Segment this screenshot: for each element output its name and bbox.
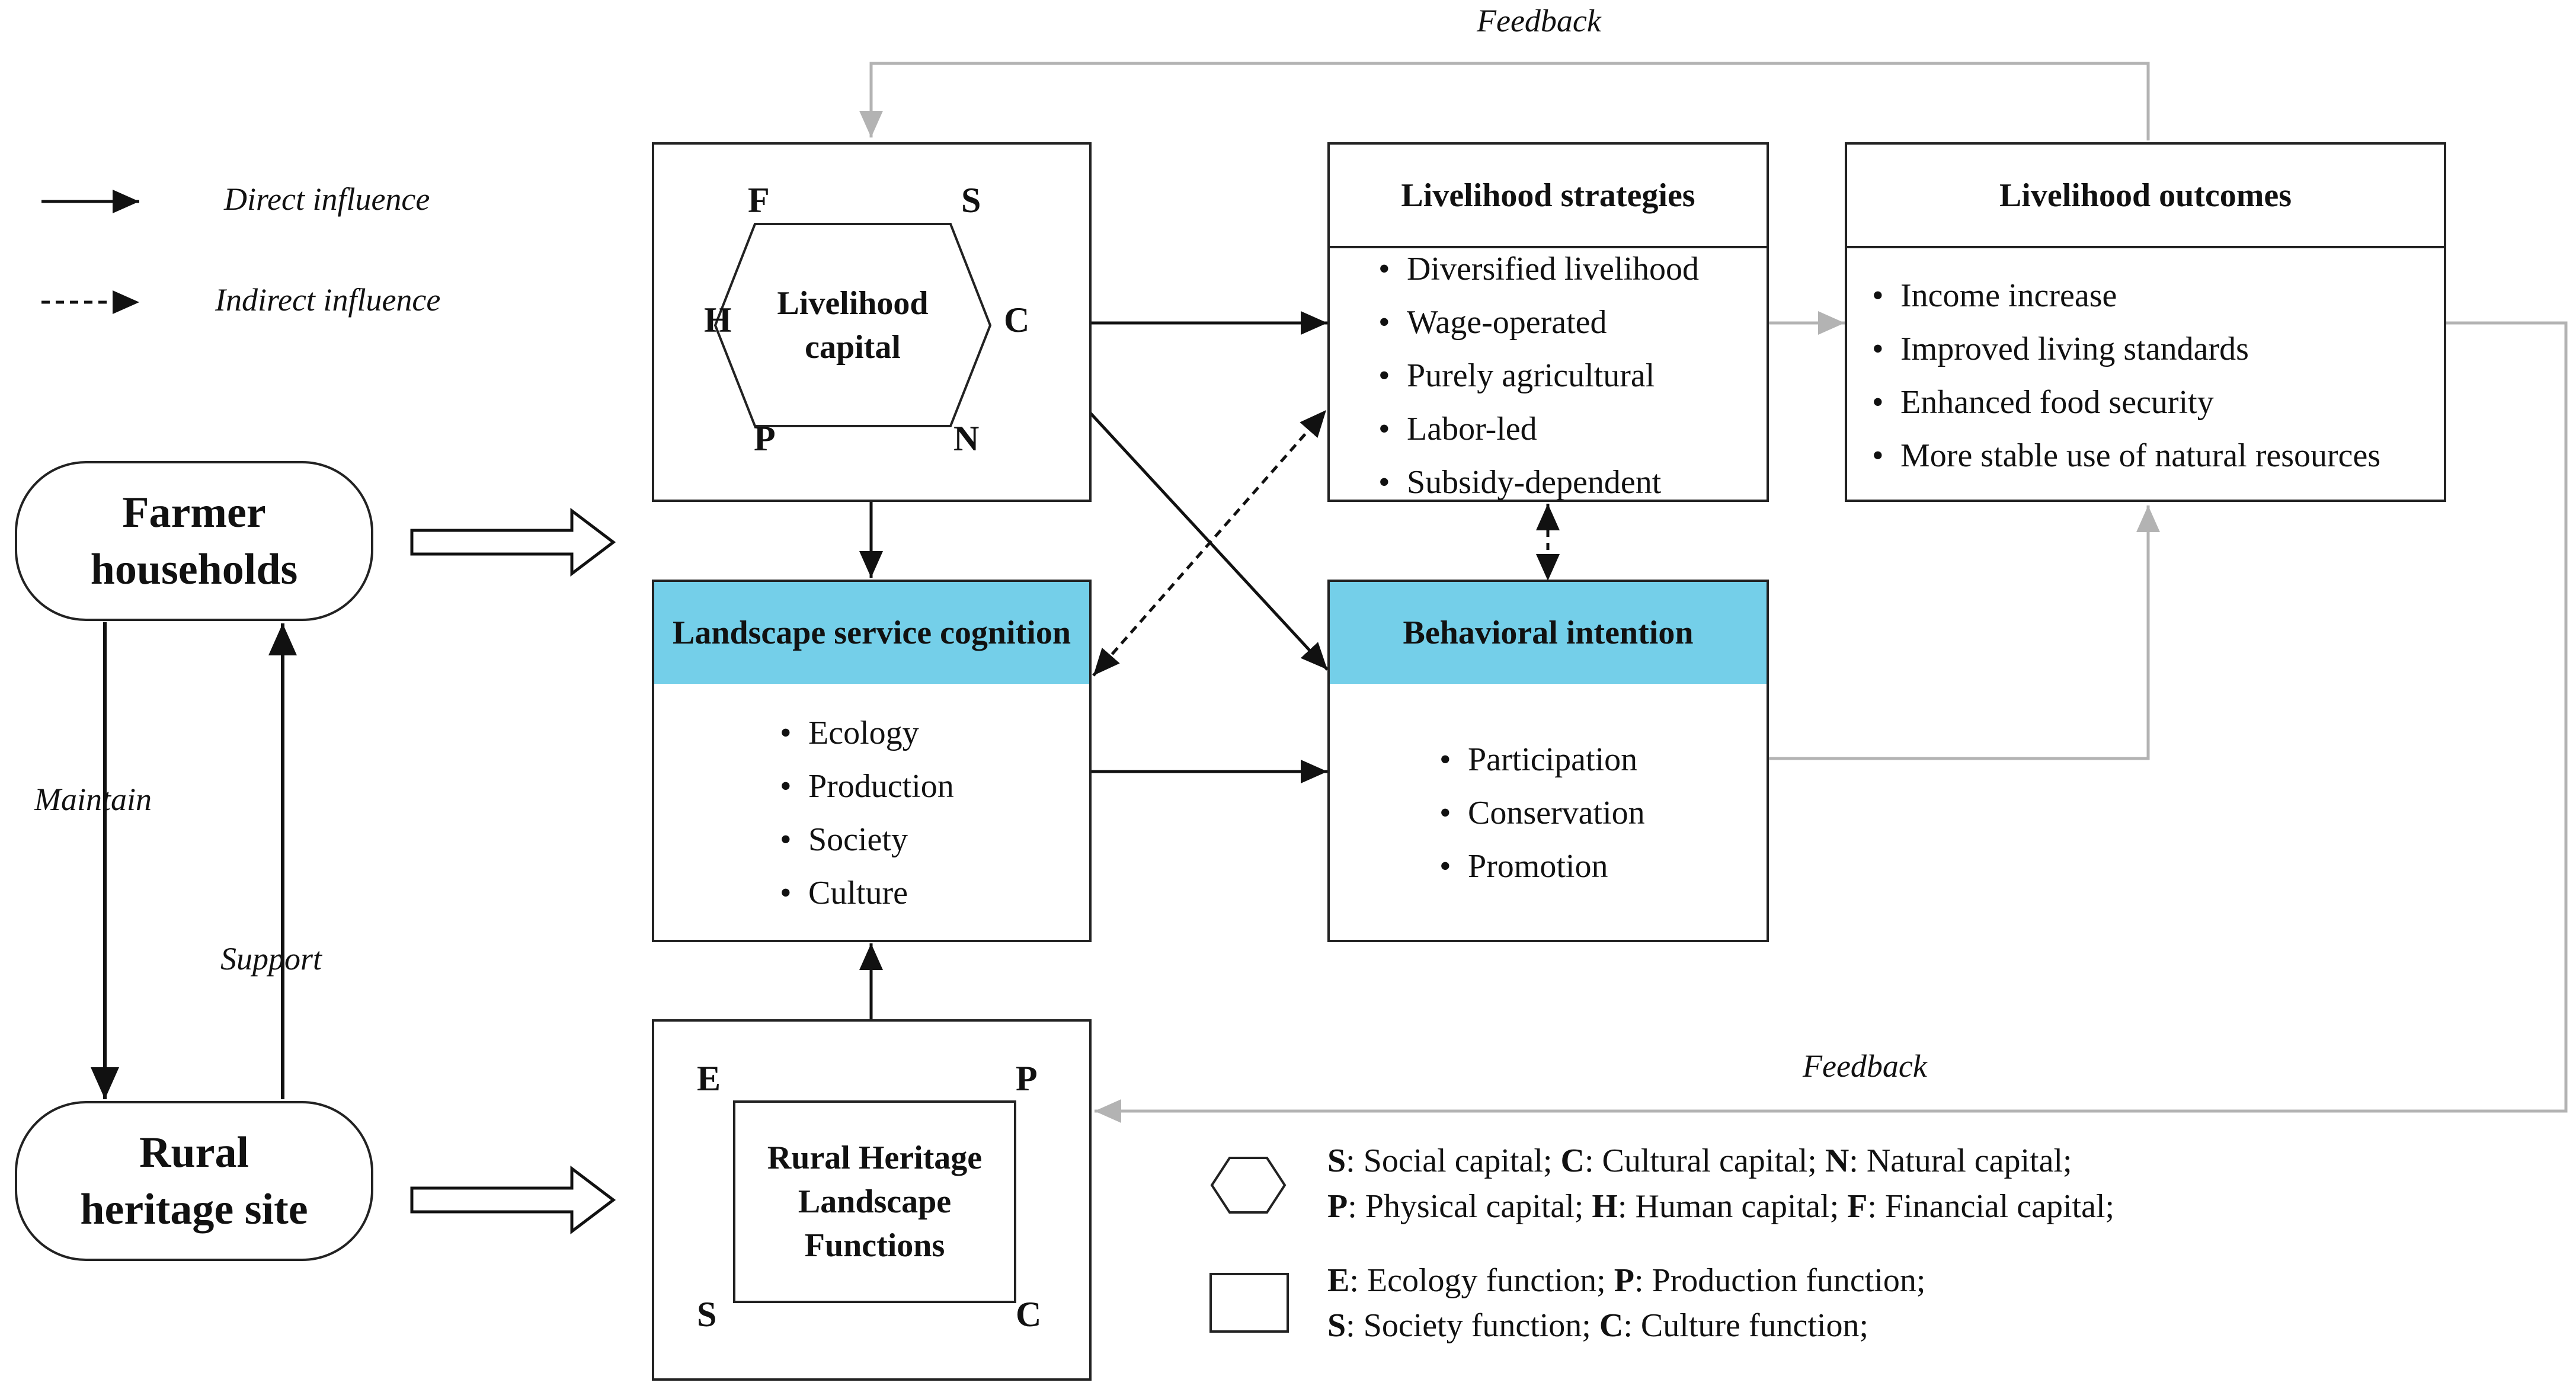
capital-letter-c: C [1004,300,1030,340]
capital-center-line2: capital [805,329,901,366]
capital-center-label: Livelihood capital [755,263,951,388]
list-item: Income increase [1872,269,2380,322]
rural-line2: heritage site [80,1185,308,1234]
arrow-cognition-strategies-indirect [1092,409,1327,677]
behavioral-intention-box: Behavioral intention Participation Conse… [1327,580,1769,942]
intention-list: Participation Conservation Promotion [1439,733,1645,893]
list-item: Production [780,760,954,813]
intention-title: Behavioral intention [1330,582,1767,684]
cognition-list: Ecology Production Society Culture [780,706,954,920]
key-function-row1: E: Ecology function; P: Production funct… [1327,1257,1925,1304]
rural-line1: Rural [139,1128,249,1177]
farmer-households-node: Farmer households [15,461,373,621]
key-code: P [1614,1262,1634,1299]
key-desc: : Cultural capital; [1584,1142,1825,1179]
list-item: More stable use of natural resources [1872,429,2380,482]
list-item: Labor-led [1378,402,1699,456]
key-square-icon [1209,1273,1289,1333]
key-desc: : Society function; [1346,1307,1599,1344]
livelihood-outcomes-box: Livelihood outcomes Income increase Impr… [1845,142,2446,502]
support-label: Support [220,941,322,977]
capital-letter-n: N [953,419,980,458]
key-code: C [1599,1307,1624,1344]
key-desc: : Physical capital; [1348,1188,1592,1225]
function-letter-e: E [697,1059,721,1098]
feedback-top-line [859,62,2150,140]
list-item: Ecology [780,706,954,760]
arrow-intention-to-outcomes [1769,505,2160,760]
key-code: P [1327,1188,1348,1225]
functions-center-line3: Functions [804,1227,945,1264]
list-item: Enhanced food security [1872,376,2380,429]
capital-letter-s: S [961,181,981,220]
farmer-line2: households [90,545,298,594]
landscape-service-cognition-box: Landscape service cognition Ecology Prod… [652,580,1092,942]
key-desc: : Social capital; [1346,1142,1561,1179]
outcomes-title: Livelihood outcomes [1847,145,2444,248]
hollow-arrow-rural [410,1165,616,1235]
capital-letter-p: P [754,419,776,458]
legend-indirect-label: Indirect influence [215,282,441,318]
outcomes-list: Income increase Improved living standard… [1872,269,2380,482]
key-code: S [1327,1307,1346,1344]
key-code: F [1847,1188,1868,1225]
list-item: Diversified livelihood [1378,242,1699,296]
livelihood-capital-box: Livelihood capital F S H C P N [652,142,1092,502]
list-item: Promotion [1439,840,1645,893]
function-letter-c: C [1016,1295,1042,1334]
hollow-arrow-farmer [410,507,616,577]
functions-inner-square [733,1100,1016,1303]
key-desc: : Production function; [1634,1262,1926,1299]
feedback-top-label: Feedback [1477,3,1601,39]
list-item: Wage-operated [1378,296,1699,349]
farmer-line1: Farmer [122,488,266,537]
livelihood-strategies-box: Livelihood strategies Diversified liveli… [1327,142,1769,502]
maintain-label: Maintain [34,782,152,817]
list-item: Culture [780,866,954,920]
capital-letter-f: F [748,181,770,220]
functions-center-label: Rural Heritage Landscape Functions [733,1100,1016,1303]
key-desc: : Culture function; [1623,1307,1869,1344]
key-desc: : Financial capital; [1867,1188,2115,1225]
key-desc: : Natural capital; [1849,1142,2072,1179]
list-item: Subsidy-dependent [1378,456,1699,509]
landscape-functions-box: Rural Heritage Landscape Functions E P S… [652,1019,1092,1381]
key-code: C [1560,1142,1585,1179]
key-code: H [1592,1188,1618,1225]
key-code: E [1327,1262,1350,1299]
legend-direct-label: Direct influence [224,181,430,217]
strategies-list: Diversified livelihood Wage-operated Pur… [1378,242,1699,509]
capital-hexagon-icon [713,223,992,427]
key-capital-row2: P: Physical capital; H: Human capital; F… [1327,1183,2114,1230]
cognition-title: Landscape service cognition [654,582,1089,684]
rural-heritage-site-node: Rural heritage site [15,1101,373,1261]
arrow-capital-to-intention [1089,412,1329,671]
key-capital-row1: S: Social capital; C: Cultural capital; … [1327,1138,2072,1184]
key-code: N [1825,1142,1849,1179]
key-function-row2: S: Society function; C: Culture function… [1327,1302,1868,1349]
list-item: Improved living standards [1872,322,2380,376]
capital-letter-h: H [704,300,732,340]
list-item: Conservation [1439,786,1645,840]
key-desc: : Human capital; [1617,1188,1848,1225]
list-item: Society [780,813,954,866]
key-code: S [1327,1142,1346,1179]
key-hexagon-icon [1210,1157,1287,1214]
feedback-bottom-line [1095,321,2568,1123]
strategies-title: Livelihood strategies [1330,145,1767,248]
key-desc: : Ecology function; [1349,1262,1614,1299]
function-letter-s: S [697,1295,717,1334]
list-item: Purely agricultural [1378,349,1699,402]
function-letter-p: P [1016,1059,1038,1098]
capital-center-line1: Livelihood [777,285,929,322]
functions-center-line2: Landscape [798,1183,952,1220]
functions-center-line1: Rural Heritage [767,1140,983,1176]
list-item: Participation [1439,733,1645,786]
feedback-bottom-label: Feedback [1803,1048,1927,1084]
